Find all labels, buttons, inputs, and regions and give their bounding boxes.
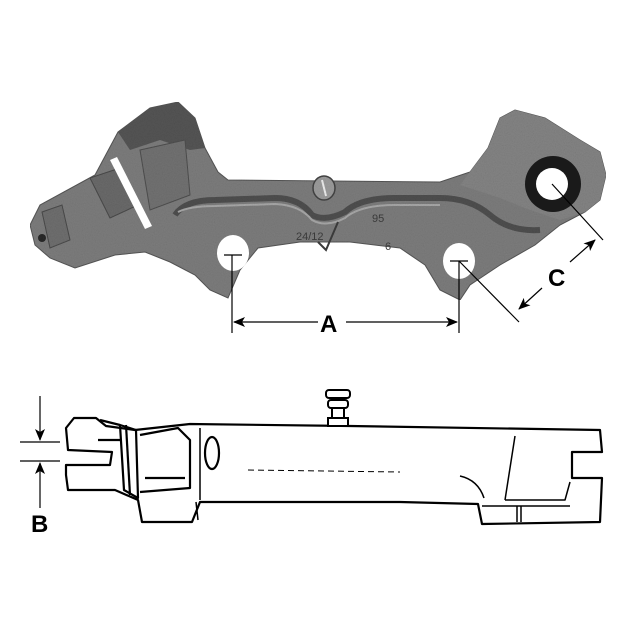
side-view-drawing: [64, 416, 604, 526]
cast-mark-95: 95: [372, 213, 384, 225]
cast-markings: 24/12 95 6: [296, 213, 391, 253]
checkmark-mark: [317, 221, 339, 252]
pin-hole: [38, 234, 46, 242]
dimension-a: [224, 254, 468, 333]
dimension-label-a: A: [320, 311, 337, 338]
dimension-label-b: B: [31, 511, 48, 538]
cast-mark-date: 24/12: [296, 231, 324, 243]
dimension-label-c: C: [548, 265, 565, 292]
mounting-hole-left: [217, 235, 249, 271]
left-lobe-shadow: [118, 102, 205, 150]
dimension-c: [458, 183, 604, 323]
side-collar: [118, 423, 140, 500]
top-view-casting: [29, 101, 607, 301]
side-port-oval: [203, 435, 221, 471]
bushing-eye: [525, 156, 581, 212]
paint-stripe: [110, 157, 152, 229]
center-rib: [172, 194, 541, 234]
cast-mark-6: 6: [385, 241, 391, 253]
dimension-b: [20, 396, 60, 508]
side-bleeder-pin: [325, 389, 351, 427]
